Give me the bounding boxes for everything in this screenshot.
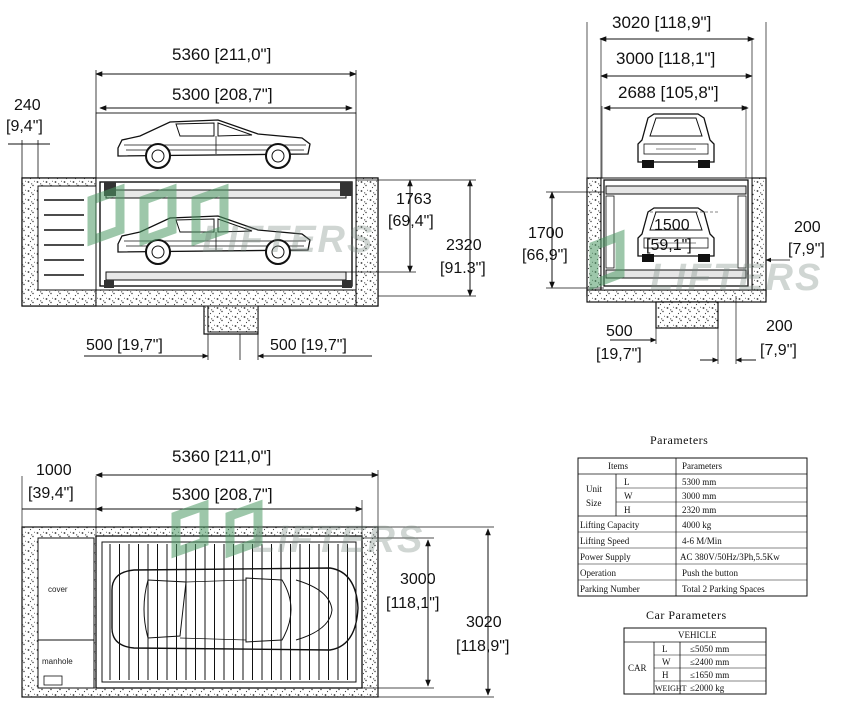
param-row-key: Lifting Speed (580, 536, 630, 546)
side-inner-length: 5300 [208,7"] (172, 85, 273, 104)
side-wall-value: 240 (14, 97, 41, 114)
side-wall-inch: [9,4"] (6, 118, 43, 135)
plan-outer-value: 3020 (466, 614, 502, 631)
side-pit-right: 500 [19,7"] (270, 337, 347, 354)
plan-manhole-label: manhole (42, 657, 73, 666)
param-unit-key: W (624, 491, 633, 501)
plan-wall-inch: [39,4"] (28, 485, 74, 502)
param-unit-value: 2320 mm (682, 505, 716, 515)
car-row-key: WEIGHT (655, 684, 687, 693)
param-header-params: Parameters (682, 461, 722, 471)
side-upper-value: 1763 (396, 191, 432, 208)
side-pit-left: 500 [19,7"] (86, 337, 163, 354)
car-parameters-title: Car Parameters (646, 608, 727, 622)
param-unit-value: 5300 mm (682, 477, 716, 487)
car-header-vehicle: VEHICLE (678, 630, 717, 640)
side-overall-length: 5360 [211,0"] (172, 45, 271, 64)
side-upper-inch: [69,4"] (388, 213, 434, 230)
front-pit-value: 500 (606, 323, 633, 340)
upper-platform-front (605, 185, 747, 195)
plan-platform (95, 535, 363, 689)
front-lower-inch: [66,9"] (522, 247, 568, 264)
param-row-value: AC 380V/50Hz/3Ph,5.5Kw (680, 552, 780, 562)
upper-car-side (117, 119, 311, 169)
param-row-value: 4-6 M/Min (682, 536, 722, 546)
param-unit-value: 3000 mm (682, 491, 716, 501)
param-header-items: Items (608, 461, 628, 471)
plan-view: cover manhole 5360 [211,0"] 5300 [208,7"… (21, 447, 509, 698)
plan-overall-length: 5360 [211,0"] (172, 447, 271, 466)
param-unit-key: H (624, 505, 631, 515)
plan-grate (109, 544, 348, 680)
watermark-text-plan: LIFTERS (252, 519, 424, 561)
car-row-value: ≤2000 kg (690, 683, 725, 693)
parameters-table: Parameters Items Parameters Unit Size L … (577, 433, 808, 597)
side-total-value: 2320 (446, 237, 482, 254)
front-pit-sump (655, 301, 719, 329)
car-row-key: W (662, 657, 671, 667)
param-row-value: 4000 kg (682, 520, 712, 530)
side-view: 5360 [211,0"] 5300 [208,7"] 240 [9,4"] 1… (6, 45, 486, 360)
front-platform-width: 2688 [105,8"] (618, 83, 719, 102)
plan-cover-label: cover (48, 585, 68, 594)
plan-inner-value: 3000 (400, 571, 436, 588)
param-row-value: Push the button (682, 568, 739, 578)
side-pit-sump (207, 305, 259, 333)
front-pit-side-value: 200 (766, 318, 793, 335)
side-ladder-steps (44, 199, 84, 276)
front-lift-frame (603, 179, 749, 287)
param-row-value: Total 2 Parking Spaces (682, 584, 765, 594)
car-row-value: ≤5050 mm (690, 644, 729, 654)
car-row-key: L (662, 644, 668, 654)
param-unit-key: L (624, 477, 630, 487)
front-clear-inch: [59,1"] (646, 237, 692, 254)
upper-car-front (637, 113, 715, 169)
front-lower-value: 1700 (528, 225, 564, 242)
front-pit-inch: [19,7"] (596, 346, 642, 363)
param-unit-label: Unit (586, 484, 603, 494)
car-row-key: H (662, 670, 669, 680)
plan-wall-value: 1000 (36, 462, 72, 479)
front-clear-value: 1500 (654, 217, 690, 234)
watermark-text-side: LIFTERS (202, 219, 374, 261)
lower-platform-front (605, 269, 747, 279)
plan-car-top (111, 567, 359, 651)
watermark-logo (87, 183, 625, 559)
plan-outer-inch: [118,9"] (456, 638, 509, 655)
param-row-key: Lifting Capacity (580, 520, 640, 530)
watermark-text-front: LIFTERS (650, 257, 822, 299)
plan-inner-length: 5300 [208,7"] (172, 485, 273, 504)
param-row-key: Power Supply (580, 552, 631, 562)
car-group-label: CAR (628, 663, 647, 673)
front-side-inch: [7,9"] (788, 241, 825, 258)
car-row-value: ≤2400 mm (690, 657, 729, 667)
plan-inner-inch: [118,1"] (386, 595, 439, 612)
front-inner-width: 3000 [118,1"] (616, 49, 715, 68)
param-size-label: Size (586, 498, 602, 508)
front-view: 3020 [118,9"] 3000 [118,1"] 2688 [105,8"… (522, 13, 825, 364)
lower-platform-side (105, 271, 347, 281)
parameters-title: Parameters (650, 433, 708, 447)
car-row-value: ≤1650 mm (690, 670, 729, 680)
param-row-key: Parking Number (580, 584, 640, 594)
front-outer-width: 3020 [118,9"] (612, 13, 711, 32)
front-pit-side-inch: [7,9"] (760, 342, 797, 359)
side-total-inch: [91.3"] (440, 260, 486, 277)
front-side-value: 200 (794, 219, 821, 236)
car-parameters-table: Car Parameters VEHICLE CAR L ≤5050 mm W … (623, 608, 767, 695)
param-row-key: Operation (580, 568, 616, 578)
